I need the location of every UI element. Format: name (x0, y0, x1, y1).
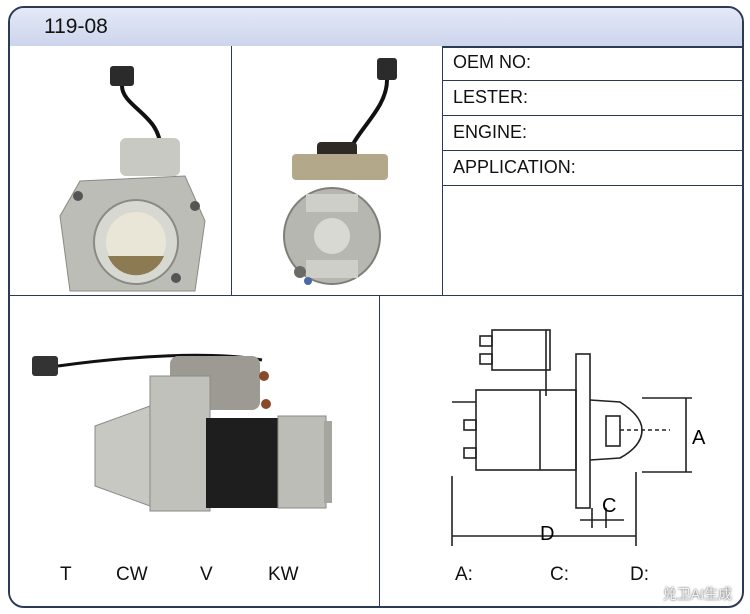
starter-front-image (59, 66, 206, 292)
watermark-text: 兑卫AI生成 (662, 586, 732, 602)
spec-column-v: V (200, 564, 213, 585)
photo-front-view (10, 46, 232, 296)
spec-row-engine: ENGINE: (443, 116, 742, 151)
spec-column-t: T (60, 564, 72, 585)
spec-label: APPLICATION: (453, 157, 576, 177)
spec-row-oem: OEM NO: (443, 46, 742, 81)
photo-side-view (10, 296, 380, 606)
spec-label: OEM NO: (453, 52, 532, 72)
part-number-title: 119-08 (44, 15, 108, 38)
dimension-drawing: A C D (451, 329, 706, 546)
spec-row-empty (443, 186, 742, 296)
dimension-field-a: A: (455, 564, 473, 585)
dimension-d-label: D (540, 523, 554, 545)
product-sheet: 119-08 (8, 6, 744, 608)
dimension-c-label: C (602, 495, 616, 517)
spec-column-cw: CW (116, 564, 148, 585)
spec-row-lester: LESTER: (443, 81, 742, 116)
dimension-field-c: C: (550, 564, 569, 585)
dimension-diagram-cell: A C D (380, 296, 742, 606)
spec-column-kw: KW (268, 564, 299, 585)
header-bar: 119-08 (10, 8, 742, 48)
spec-label: LESTER: (453, 87, 529, 107)
spec-row-application: APPLICATION: (443, 151, 742, 186)
dimension-a-label: A (692, 427, 706, 449)
spec-label: ENGINE: (453, 122, 528, 142)
starter-side-image (32, 353, 332, 512)
starter-rear-image (283, 58, 397, 285)
dimension-field-d: D: (630, 564, 649, 585)
photo-rear-view (232, 46, 443, 296)
